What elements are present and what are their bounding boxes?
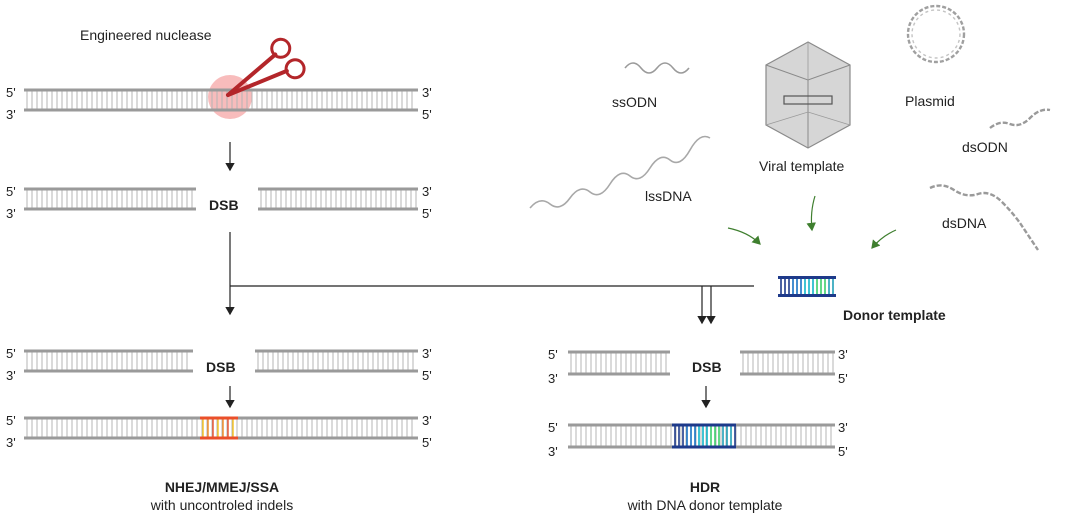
three-prime-label: 3' xyxy=(422,184,432,199)
dna-layer xyxy=(24,88,835,449)
dsdna-strand xyxy=(929,184,1039,251)
three-prime-label: 3' xyxy=(6,435,16,450)
dna-nhej-left xyxy=(24,349,193,373)
dna-hdr-right xyxy=(740,350,835,376)
dsb-label: DSB xyxy=(692,359,722,375)
three-prime-label: 3' xyxy=(838,347,848,362)
dna-nhej-repaired xyxy=(24,416,418,440)
nhej-caption-title: NHEJ/MMEJ/SSA xyxy=(165,479,279,495)
five-prime-label: 5' xyxy=(422,435,432,450)
indel-region xyxy=(200,416,238,440)
five-prime-label: 5' xyxy=(422,206,432,221)
five-prime-label: 5' xyxy=(422,107,432,122)
dna-nhej-right xyxy=(255,349,418,373)
three-prime-label: 3' xyxy=(422,85,432,100)
viral-template-label: Viral template xyxy=(759,158,845,174)
three-prime-label: 3' xyxy=(548,444,558,459)
dna-hdr-left xyxy=(568,350,670,376)
five-prime-label: 5' xyxy=(548,347,558,362)
three-prime-label: 3' xyxy=(548,371,558,386)
five-prime-label: 5' xyxy=(6,346,16,361)
five-prime-label: 5' xyxy=(6,184,16,199)
scissors-icon xyxy=(226,37,306,97)
donor-template-label: Donor template xyxy=(843,307,946,323)
green-arrow-lssdna xyxy=(727,227,761,245)
ssodn-strand xyxy=(624,62,690,74)
three-prime-label: 3' xyxy=(6,107,16,122)
three-prime-label: 3' xyxy=(422,346,432,361)
three-prime-label: 3' xyxy=(6,206,16,221)
plasmid-label: Plasmid xyxy=(905,93,955,109)
plasmid-icon xyxy=(906,4,966,64)
three-prime-label: 3' xyxy=(6,368,16,383)
dna-hdr-repaired xyxy=(568,423,835,449)
five-prime-label: 5' xyxy=(6,85,16,100)
five-prime-label: 5' xyxy=(548,420,558,435)
green-arrow-viral xyxy=(806,195,816,232)
dna-dsb-left xyxy=(24,187,196,211)
virus-icon xyxy=(765,41,851,149)
three-prime-label: 3' xyxy=(838,420,848,435)
dsdna-label: dsDNA xyxy=(942,215,987,231)
dsodn-strand xyxy=(989,108,1051,129)
nuclease-label: Engineered nuclease xyxy=(80,27,212,43)
five-prime-label: 5' xyxy=(838,371,848,386)
donor-template-icon xyxy=(778,276,836,297)
dna-dsb-right xyxy=(258,187,418,211)
ssodn-label: ssODN xyxy=(612,94,657,110)
dsb-label: DSB xyxy=(209,197,239,213)
dsb-label: DSB xyxy=(206,359,236,375)
hdr-caption-title: HDR xyxy=(690,479,720,495)
nhej-caption-sub: with uncontroled indels xyxy=(150,497,293,513)
hdr-caption-sub: with DNA donor template xyxy=(627,497,783,513)
five-prime-label: 5' xyxy=(422,368,432,383)
dsodn-label: dsODN xyxy=(962,139,1008,155)
dna-intact xyxy=(24,88,418,112)
three-prime-label: 3' xyxy=(422,413,432,428)
five-prime-label: 5' xyxy=(838,444,848,459)
lssdna-label: lssDNA xyxy=(645,188,692,204)
five-prime-label: 5' xyxy=(6,413,16,428)
green-arrow-dsdna xyxy=(871,229,897,249)
donor-insert-region xyxy=(672,423,736,449)
lssdna-strand xyxy=(529,135,711,209)
